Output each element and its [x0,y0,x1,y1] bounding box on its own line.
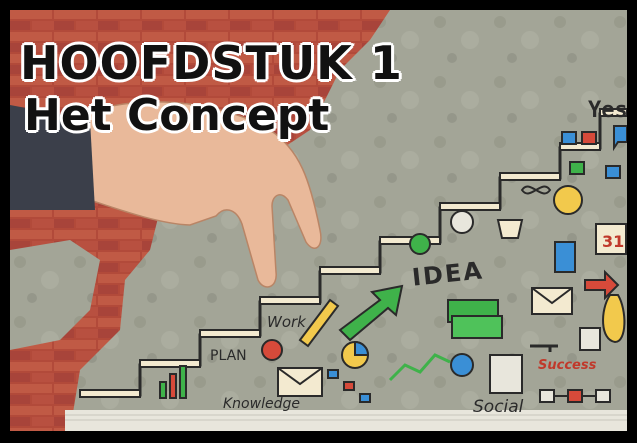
social-network-doodle [539,389,611,403]
red-circle-doodle [261,339,283,361]
doodle-yes-text: Yes [588,98,627,123]
envelope-doodle-2 [531,287,573,315]
chapter-title: HOOFDSTUK 1 Het Concept [19,36,404,141]
line-graph-doodle [388,353,451,382]
illustration: Yes IDEA Work PLAN Knowledge Success Soc… [10,10,627,431]
envelope-doodle [277,367,323,397]
dollar-doodle [409,233,431,255]
green-arrow-doodle [338,284,404,342]
staircase [79,108,627,398]
chapter-subtitle: Het Concept [23,90,331,141]
doodle-plan-text: PLAN [210,348,247,364]
money-doodle [447,299,503,339]
doodle-social-text: Social [473,397,524,417]
key-doodle [530,344,558,352]
doodle-success-text: Success [538,358,597,373]
hand [10,101,322,288]
coffee-cup-doodle [496,219,524,239]
small-flow-doodle [327,369,371,403]
chapter-number: HOOFDSTUK 1 [19,36,404,90]
lock-doodle [579,327,601,351]
speech-bubble-doodle [613,125,627,152]
calendar-day-text: 31 [602,232,625,251]
red-arrow-doodle [584,269,620,301]
doodle-work-text: Work [267,313,306,331]
calendar-doodle [595,223,627,255]
money-bag-doodle [602,294,626,344]
chalk-wall-illustration [10,10,627,431]
calculator-doodle [489,354,523,394]
pencil-doodle [298,298,340,348]
bar-chart-doodle [159,365,187,399]
flowchart-doodle [561,131,621,179]
lightbulb-doodle [450,210,474,234]
chalk-doodles [159,125,627,403]
infinity-doodle [520,185,552,195]
alarm-clock-doodle [553,185,583,215]
doodle-knowledge-text: Knowledge [223,396,300,412]
thumbs-up-doodle [554,241,576,273]
